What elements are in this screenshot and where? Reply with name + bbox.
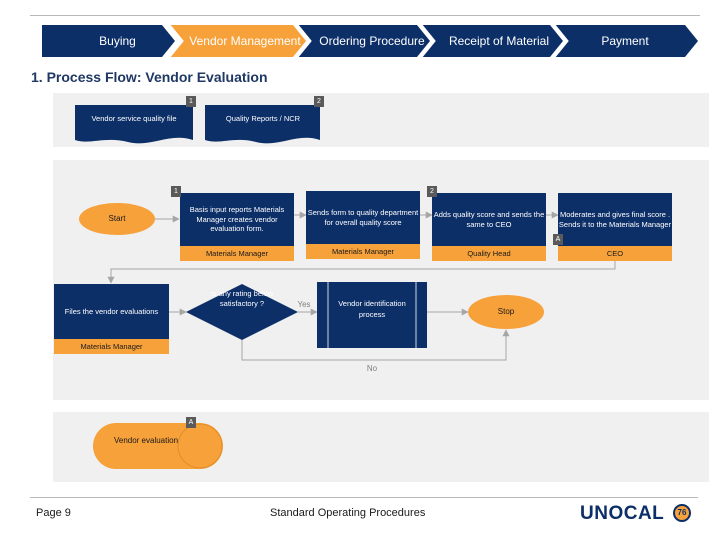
footer-divider [30,497,698,498]
top-divider [30,15,700,16]
no-label: No [366,364,378,373]
step-2-role: Materials Manager [306,244,420,259]
page-number: Page 9 [36,507,71,519]
subprocess-box [317,282,427,348]
decision-diamond [186,284,298,340]
step-4-badge: A [553,234,563,245]
stop-oval [468,295,544,329]
step-3-badge: 2 [427,186,437,197]
step-3-role: Quality Head [432,246,546,261]
page-title: 1. Process Flow: Vendor Evaluation [31,69,268,85]
files-step-role: Materials Manager [54,339,169,354]
unocal-76-logo-icon: 76 [673,504,691,522]
decision-label: Is any rating below satisfactory ? [210,289,274,308]
nav-step-buying[interactable]: Buying [99,34,136,48]
nav-step-receipt-of-material[interactable]: Receipt of Material [448,34,550,48]
start-oval [79,203,155,235]
subprocess-label: Vendor identification process [338,299,406,319]
step-3-box: Adds quality score and sends the same to… [432,193,546,246]
unocal-logo-text: UNOCAL [580,503,665,524]
nav-step-buying-shape[interactable] [42,25,175,57]
nav-step-payment-shape[interactable] [555,25,698,57]
document-2-label: Quality Reports / NCR [225,114,301,123]
document-2-badge: 2 [314,96,324,107]
nav-step-vendor-management-shape[interactable] [170,25,306,57]
nav-step-payment[interactable]: Payment [601,34,649,48]
step-2-box: Sends form to quality department for ove… [306,191,420,244]
files-step-box: Files the vendor evaluations [54,284,169,339]
document-2-shape [205,105,320,144]
legend-shapes [93,423,223,469]
nav-step-receipt-of-material-shape[interactable] [422,25,563,57]
step-1-role: Materials Manager [180,246,294,261]
nav-step-vendor-management[interactable]: Vendor Management [189,34,301,48]
flow-connectors [79,203,616,361]
yes-label: Yes [297,300,311,309]
document-1-shape [75,105,193,144]
arrow-step4-to-files [107,261,616,284]
process-nav-chevrons [42,24,698,58]
nav-step-ordering-procedure-shape[interactable] [298,25,430,57]
start-label: Start [108,214,126,223]
document-1-label: Vendor service quality file [91,114,177,123]
arrow-decision-no-to-stop [241,329,510,361]
footer-title: Standard Operating Procedures [270,507,426,519]
nav-step-ordering-procedure[interactable]: Ordering Procedure [319,34,425,48]
document-shapes [75,105,320,144]
legend-shape [93,423,223,469]
step-4-role: CEO [558,246,672,261]
step-1-box: Basis input reports Materials Manager cr… [180,193,294,246]
legend-label: Vendor evaluation [113,436,179,445]
step-4-box: Moderates and gives final score . Sends … [558,193,672,246]
step-1-badge: 1 [171,186,181,197]
document-1-badge: 1 [186,96,196,107]
legend-badge: A [186,417,196,428]
stop-label: Stop [497,307,515,316]
